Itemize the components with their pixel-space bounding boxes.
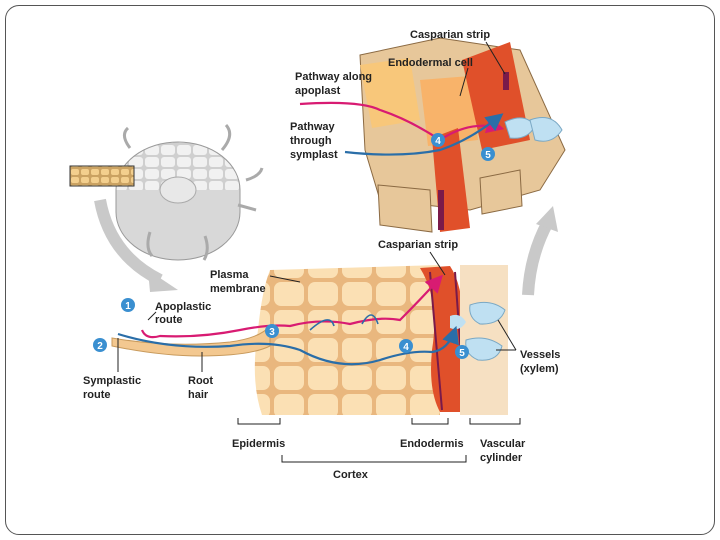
root-cross-section bbox=[69, 123, 264, 261]
pathway-symplast-label-1: Pathway bbox=[290, 121, 336, 133]
marker-4-bottom-label: 4 bbox=[403, 342, 409, 353]
marker-3 bbox=[265, 324, 279, 338]
zoom-arrow-upper bbox=[522, 219, 554, 296]
marker-3-label: 3 bbox=[269, 327, 275, 338]
pathway-apoplast-label-2: apoplast bbox=[295, 85, 341, 97]
symplastic-route-label-2: route bbox=[83, 389, 111, 401]
plasma-membrane-label-2: membrane bbox=[210, 283, 266, 295]
plasma-membrane-label-1: Plasma bbox=[210, 269, 249, 281]
marker-2 bbox=[93, 338, 107, 352]
apoplastic-route-label-1: Apoplastic bbox=[155, 301, 211, 313]
pathway-symplast-label-2: through bbox=[290, 135, 332, 147]
endodermal-cell-label: Endodermal cell bbox=[388, 57, 473, 69]
root-tissue-detail bbox=[111, 265, 508, 415]
casparian-strip-mid-label: Casparian strip bbox=[378, 239, 458, 251]
endodermis-3d-detail bbox=[299, 37, 566, 233]
marker-5-bottom-label: 5 bbox=[459, 348, 465, 359]
casparian-strip-top-label: Casparian strip bbox=[410, 29, 490, 41]
apoplastic-route-label-2: route bbox=[155, 314, 183, 326]
marker-4-top-label: 4 bbox=[435, 136, 441, 147]
marker-5-top-label: 5 bbox=[485, 150, 491, 161]
vascular-cylinder-label-2: cylinder bbox=[480, 452, 523, 464]
diagram-labels: Casparian strip Endodermal cell Pathway … bbox=[83, 29, 560, 481]
marker-4-bottom bbox=[399, 339, 413, 353]
route-markers: 1 2 3 4 5 4 5 bbox=[93, 133, 495, 359]
cortex-label: Cortex bbox=[333, 469, 369, 481]
marker-5-top bbox=[481, 147, 495, 161]
vascular-cylinder-label-1: Vascular bbox=[480, 438, 526, 450]
endodermis-label: Endodermis bbox=[400, 438, 464, 450]
marker-4-top bbox=[431, 133, 445, 147]
marker-1-label: 1 bbox=[125, 301, 131, 312]
vessels-label-2: (xylem) bbox=[520, 363, 559, 375]
root-hair-label-2: hair bbox=[188, 389, 209, 401]
marker-1 bbox=[121, 298, 135, 312]
pathway-apoplast-label-1: Pathway along bbox=[295, 71, 372, 83]
vessels-label-1: Vessels bbox=[520, 349, 560, 361]
pathway-symplast-label-3: symplast bbox=[290, 149, 338, 161]
root-hair-label-1: Root bbox=[188, 375, 213, 387]
leader-lines bbox=[117, 41, 521, 463]
marker-2-label: 2 bbox=[97, 341, 103, 352]
marker-5-bottom bbox=[455, 345, 469, 359]
epidermis-label: Epidermis bbox=[232, 438, 285, 450]
symplastic-route-label-1: Symplastic bbox=[83, 375, 141, 387]
